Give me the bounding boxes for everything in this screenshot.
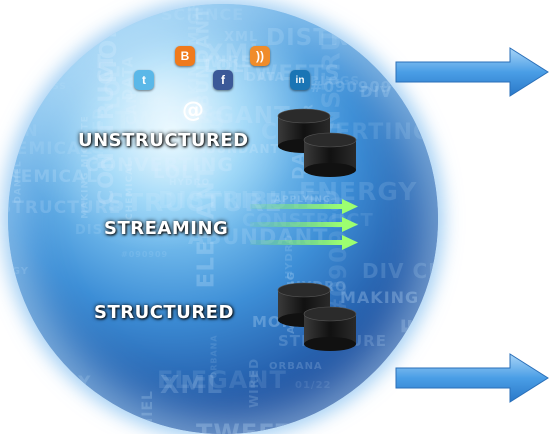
streaming-arrow-1 xyxy=(250,199,358,214)
background-word: ENERGY xyxy=(9,373,92,393)
linkedin-icon: in xyxy=(290,70,310,90)
twitter-icon: t xyxy=(134,70,154,90)
background-word: DIV CLASS xyxy=(8,82,67,92)
unstructured-database-icon xyxy=(277,108,357,177)
facebook-icon: f xyxy=(213,70,233,90)
streaming-arrows xyxy=(250,199,358,250)
label-structured: STRUCTURED xyxy=(94,302,234,323)
database-cylinder-front xyxy=(303,132,357,177)
structured-database-icon xyxy=(277,282,357,351)
label-streaming: STREAMING xyxy=(104,218,229,239)
label-unstructured: UNSTRUCTURED xyxy=(78,130,249,151)
bottom-output-arrow xyxy=(395,353,549,403)
streaming-arrow-3 xyxy=(250,235,358,250)
rss-icon: )) xyxy=(250,46,270,66)
at-sign-symbol: @ xyxy=(182,98,204,123)
streaming-arrow-2 xyxy=(250,217,358,232)
background-word: DANIEL xyxy=(8,412,76,430)
top-output-arrow xyxy=(395,47,549,97)
blogger-icon: B xyxy=(175,46,195,66)
database-cylinder-front xyxy=(303,306,357,351)
